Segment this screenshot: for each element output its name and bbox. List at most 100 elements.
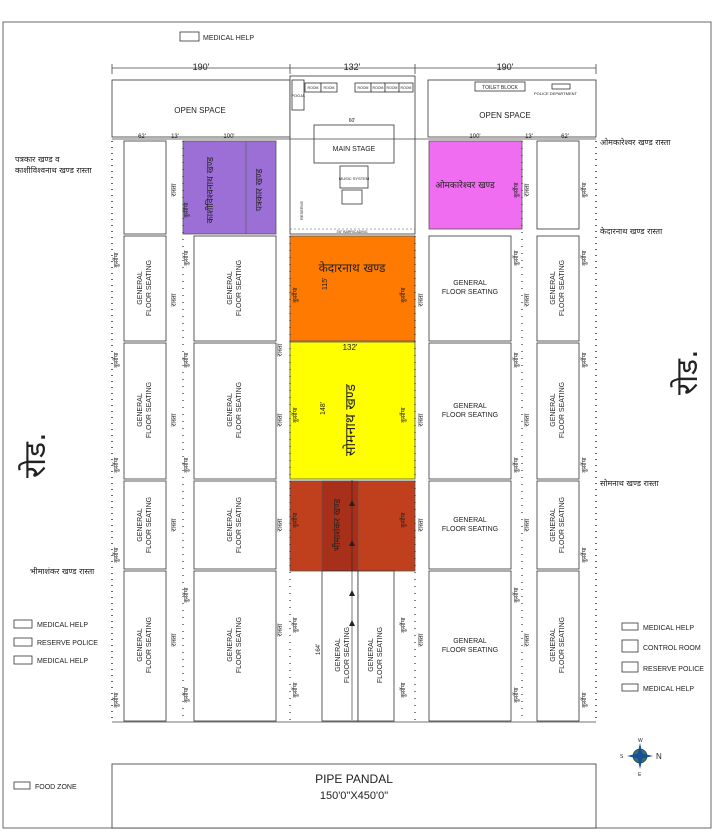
svg-text:132': 132' [343, 343, 358, 352]
svg-text:कुर्सीया: कुर्सीया [580, 692, 588, 708]
open-space-left-label: OPEN SPACE [174, 106, 225, 115]
svg-text:कुर्सीया: कुर्सीया [512, 250, 520, 266]
svg-text:कुर्सीया: कुर्सीया [182, 457, 190, 473]
open-space-left [111, 79, 291, 138]
svg-text:MEDICAL HELP: MEDICAL HELP [643, 686, 694, 693]
svg-text:MUSIC SYSTEM: MUSIC SYSTEM [339, 176, 369, 181]
svg-text:कुर्सीया: कुर्सीया [112, 252, 120, 268]
svg-text:GENERAL: GENERAL [137, 628, 144, 662]
svg-text:ROOM: ROOM [324, 86, 335, 90]
food-zone-label: FOOD ZONE [35, 784, 77, 791]
svg-text:62': 62' [561, 134, 569, 140]
svg-text:कुर्सीया: कुर्सीया [580, 547, 588, 563]
svg-text:कुर्सीया: कुर्सीया [112, 692, 120, 708]
svg-text:FLOOR SEATING: FLOOR SEATING [236, 260, 243, 316]
right-legend: MEDICAL HELP CONTROL ROOM RESERVE POLICE… [621, 622, 704, 693]
svg-text:E: E [638, 772, 642, 778]
svg-text:13': 13' [171, 134, 179, 140]
svg-text:GENERAL: GENERAL [137, 508, 144, 542]
svg-text:FLOOR SEATING: FLOOR SEATING [146, 382, 153, 438]
somnath-zone [289, 341, 416, 480]
aisle-arrows [349, 480, 355, 720]
svg-text:FLOOR SEATING: FLOOR SEATING [377, 627, 384, 683]
svg-text:62': 62' [138, 134, 146, 140]
svg-text:164': 164' [316, 644, 322, 655]
kedarnath-road-label: केदारनाथ खण्ड रास्ता [600, 226, 663, 236]
omkareshwar-road-label: ओमकारेश्वर खण्ड रास्ता [600, 137, 671, 147]
medical-help-icon [179, 31, 200, 42]
svg-text:रास्ता: रास्ता [417, 293, 425, 306]
pipe-pandal [111, 763, 597, 829]
svg-text:रास्ता: रास्ता [276, 343, 284, 356]
svg-text:FLOOR SEATING: FLOOR SEATING [442, 412, 498, 419]
svg-text:कुर्सीया: कुर्सीया [291, 617, 299, 633]
svg-text:GENERAL: GENERAL [137, 271, 144, 305]
post-markers [111, 141, 597, 723]
green-rooms: ROOM ROOM ROOM ROOM ROOM ROOM [304, 82, 414, 93]
svg-text:कुर्सीया: कुर्सीया [399, 682, 407, 698]
chair-labels: कुर्सीया कुर्सीया कुर्सीया कुर्सीया कुर्… [112, 182, 588, 708]
svg-text:कुर्सीया: कुर्सीया [580, 182, 588, 198]
music-system [339, 165, 369, 189]
svg-text:रास्ता: रास्ता [417, 413, 425, 426]
svg-text:RESERVE POLICE: RESERVE POLICE [37, 640, 98, 647]
svg-text:कुर्सीया: कुर्सीया [182, 687, 190, 703]
svg-text:ROOM: ROOM [373, 86, 384, 90]
somnath-label: सोमनाथ खण्ड [342, 384, 359, 456]
kedarnath-label: केदारनाथ खण्ड [319, 261, 386, 275]
svg-text:100': 100' [223, 134, 234, 140]
main-stage-label: MAIN STAGE [333, 146, 376, 153]
svg-text:कुर्सीया: कुर्सीया [291, 682, 299, 698]
svg-text:GENERAL: GENERAL [550, 628, 557, 662]
svg-text:FLOOR SEATING: FLOOR SEATING [442, 526, 498, 533]
svg-text:रास्ता: रास्ता [170, 518, 178, 531]
svg-text:कुर्सीया: कुर्सीया [512, 457, 520, 473]
patrakar-road-label-1: पत्रकार खण्ड व [15, 155, 60, 164]
svg-text:MEDICAL HELP: MEDICAL HELP [37, 622, 88, 629]
seating-blocks [123, 140, 580, 722]
svg-text:कुर्सीया: कुर्सीया [399, 407, 407, 423]
svg-text:GENERAL: GENERAL [453, 403, 487, 410]
pipe-pandal-size: 150'0"X450'0" [320, 790, 388, 802]
svg-text:कुर्सीया: कुर्सीया [291, 512, 299, 528]
svg-text:FLOOR SEATING: FLOOR SEATING [344, 627, 351, 683]
svg-text:148': 148' [320, 402, 327, 415]
kashivishwanath-label: काशीविश्वनाथ खण्ड [204, 157, 216, 223]
svg-text:रास्ता: रास्ता [523, 293, 531, 306]
svg-text:GENERAL: GENERAL [227, 393, 234, 427]
svg-text:रास्ता: रास्ता [417, 518, 425, 531]
barricading-label: 3'6" BARRICADING [336, 230, 367, 234]
svg-text:CONTROL ROOM: CONTROL ROOM [643, 645, 701, 652]
svg-text:रास्ता: रास्ता [170, 183, 178, 196]
svg-text:कुर्सीया: कुर्सीया [399, 512, 407, 528]
svg-text:कुर्सीया: कुर्सीया [512, 352, 520, 368]
svg-text:FLOOR SEATING: FLOOR SEATING [559, 497, 566, 553]
svg-text:रास्ता: रास्ता [523, 183, 531, 196]
svg-text:ROOM: ROOM [308, 86, 319, 90]
svg-text:MEDICAL HELP: MEDICAL HELP [37, 658, 88, 665]
svg-text:FLOOR SEATING: FLOOR SEATING [559, 260, 566, 316]
svg-text:कुर्सीया: कुर्सीया [399, 617, 407, 633]
svg-text:FLOOR SEATING: FLOOR SEATING [146, 260, 153, 316]
svg-text:RESERVE: RESERVE [299, 201, 304, 220]
police-department-label: POLICE DEPARTMENT [534, 91, 578, 96]
svg-text:कुर्सीया: कुर्सीया [182, 352, 190, 368]
patrakar-label: पत्रकार खण्ड [255, 169, 265, 212]
open-space-right-label: OPEN SPACE [479, 111, 530, 120]
svg-text:रास्ता: रास्ता [170, 413, 178, 426]
svg-text:FLOOR SEATING: FLOOR SEATING [559, 617, 566, 673]
omkareshwar-label: ओमकारेश्वर खण्ड [435, 179, 495, 191]
svg-text:S: S [620, 754, 624, 760]
svg-text:कुर्सीया: कुर्सीया [291, 287, 299, 303]
svg-text:कुर्सीया: कुर्सीया [112, 547, 120, 563]
svg-text:रास्ता: रास्ता [523, 518, 531, 531]
svg-text:GENERAL: GENERAL [550, 393, 557, 427]
svg-text:FLOOR SEATING: FLOOR SEATING [442, 647, 498, 654]
svg-text:GENERAL: GENERAL [227, 628, 234, 662]
road-label-left: रोड. [18, 432, 53, 478]
food-zone-icon [13, 781, 31, 790]
svg-text:POOJA: POOJA [291, 93, 305, 98]
svg-text:FLOOR SEATING: FLOOR SEATING [236, 497, 243, 553]
svg-text:13': 13' [525, 134, 533, 140]
svg-text:रास्ता: रास्ता [523, 633, 531, 646]
